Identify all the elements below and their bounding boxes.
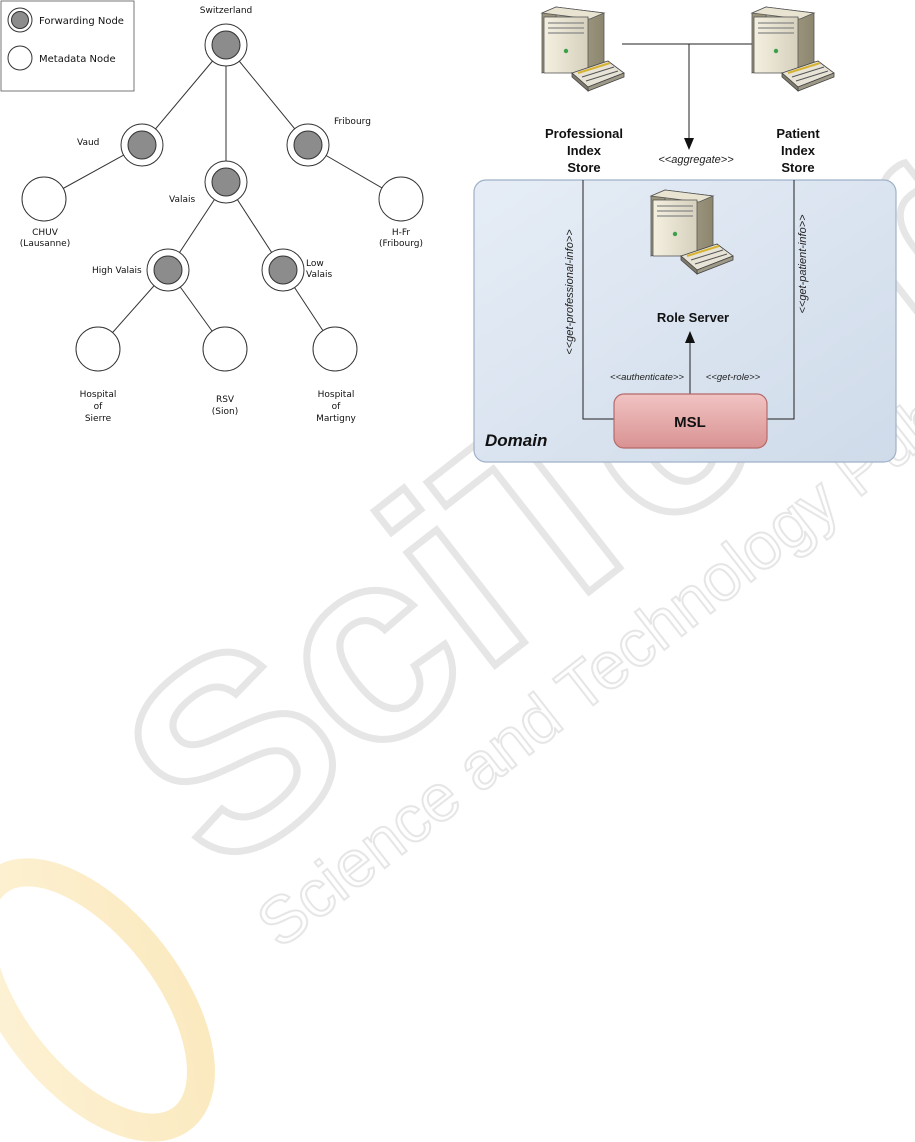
forwarding-node-valais <box>204 160 248 204</box>
connector-lines <box>582 43 795 420</box>
authenticate-arrowhead <box>685 331 695 343</box>
domain-box <box>473 179 897 463</box>
metadata-node-martigny <box>312 326 358 372</box>
forwarding-node-switzerland <box>204 23 248 67</box>
label-sierre-3: Sierre <box>85 414 112 424</box>
metadata-node-chuv <box>21 176 67 222</box>
architecture-diagram: Domain Professional Index Store Patient … <box>473 6 897 463</box>
node-tree: Forwarding Node Metadata Node <box>0 0 424 424</box>
label-sierre-2: of <box>94 402 104 412</box>
professional-store-label-1: Professional <box>545 126 623 141</box>
label-switzerland: Switzerland <box>200 6 253 16</box>
watermark-orb <box>0 858 215 1142</box>
domain-label: Domain <box>485 431 547 450</box>
legend: Forwarding Node Metadata Node <box>0 0 135 92</box>
forwarding-node-fribourg <box>286 123 330 167</box>
label-fribourg: Fribourg <box>334 117 371 127</box>
aggregate-arrowhead <box>684 138 694 150</box>
patient-store-label-2: Index <box>781 143 816 158</box>
aggregate-label: <<aggregate>> <box>658 154 734 166</box>
label-low-valais-2: Valais <box>306 270 332 280</box>
label-vaud: Vaud <box>77 138 99 148</box>
label-hfr-2: (Fribourg) <box>379 239 423 249</box>
get-patient-info-label: <<get-patient-info>> <box>797 214 809 314</box>
label-low-valais-1: Low <box>306 259 324 269</box>
professional-store-label-3: Store <box>567 160 600 175</box>
patient-store-label-3: Store <box>781 160 814 175</box>
legend-metadata-label: Metadata Node <box>39 54 116 65</box>
authenticate-label: <<authenticate>> <box>610 372 684 383</box>
label-valais: Valais <box>169 195 195 205</box>
role-server-label: Role Server <box>657 310 729 325</box>
patient-index-store-server-icon <box>751 6 835 92</box>
label-chuv-2: (Lausanne) <box>20 239 70 249</box>
forwarding-node-low-valais <box>261 248 305 292</box>
label-rsv-1: RSV <box>216 395 235 405</box>
professional-index-store-server-icon <box>541 6 625 92</box>
metadata-node-hfr <box>378 176 424 222</box>
forwarding-node-vaud <box>120 123 164 167</box>
label-sierre-1: Hospital <box>80 390 117 400</box>
label-chuv-1: CHUV <box>32 228 59 238</box>
label-rsv-2: (Sion) <box>212 407 238 417</box>
label-martigny-3: Martigny <box>316 414 356 424</box>
get-role-label: <<get-role>> <box>706 372 761 383</box>
metadata-node-rsv <box>202 326 248 372</box>
legend-metadata-node-icon <box>7 45 33 71</box>
msl-box <box>613 393 768 449</box>
professional-store-label-2: Index <box>567 143 602 158</box>
msl-label: MSL <box>674 414 706 431</box>
get-professional-info-label: <<get-professional-info>> <box>564 229 576 355</box>
patient-store-label-1: Patient <box>776 126 820 141</box>
label-martigny-2: of <box>332 402 342 412</box>
forwarding-node-high-valais <box>146 248 190 292</box>
legend-forwarding-label: Forwarding Node <box>39 16 124 27</box>
label-hfr-1: H-Fr <box>392 228 411 238</box>
legend-forwarding-node-icon <box>7 7 33 33</box>
metadata-node-sierre <box>75 326 121 372</box>
label-high-valais: High Valais <box>92 266 142 276</box>
label-martigny-1: Hospital <box>318 390 355 400</box>
